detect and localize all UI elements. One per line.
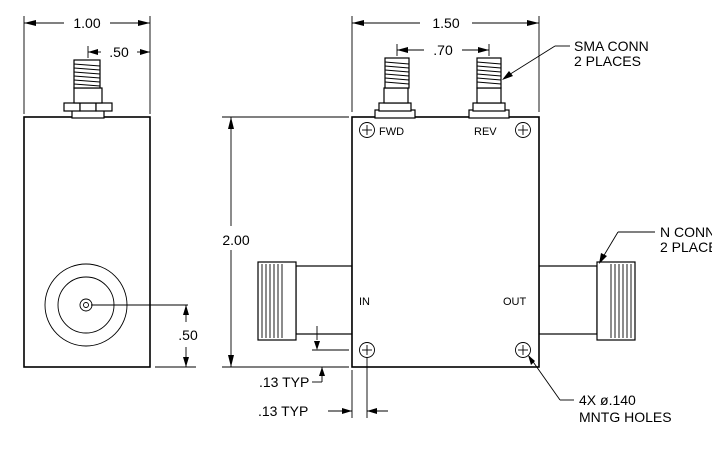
callout-holes-line1: 4X ø.140 bbox=[579, 392, 636, 408]
side-view-body bbox=[23, 116, 151, 368]
label-rev: REV bbox=[474, 126, 497, 138]
mounting-hole-top-right bbox=[515, 122, 531, 138]
side-sma-connector bbox=[63, 59, 113, 119]
label-out: OUT bbox=[503, 296, 527, 308]
dim-front-height bbox=[222, 116, 349, 368]
dim-side-width-label: 1.00 bbox=[73, 15, 100, 31]
callout-n-line1: N CONN bbox=[660, 224, 712, 240]
dim-conn-spacing bbox=[396, 44, 490, 56]
callout-mntg-holes bbox=[528, 355, 574, 401]
mounting-hole-bottom-right bbox=[515, 342, 531, 358]
dim-conn-spacing-label: .70 bbox=[433, 42, 453, 58]
dim-front-width-label: 1.50 bbox=[432, 15, 459, 31]
callout-sma-line1: SMA CONN bbox=[574, 38, 649, 54]
dim-side-conn-offset-label: .50 bbox=[109, 44, 129, 60]
dim-hole-typ-horizontal bbox=[328, 358, 388, 418]
n-connector-out bbox=[538, 261, 636, 341]
front-view: FWD REV IN OUT 1.50 .70 bbox=[222, 15, 636, 419]
label-in: IN bbox=[359, 296, 370, 308]
callout-holes-line2: MNTG HOLES bbox=[579, 409, 672, 425]
sma-connector-fwd bbox=[374, 57, 416, 119]
dim-side-port-height-label: .50 bbox=[178, 327, 198, 343]
callout-sma-conn bbox=[502, 45, 570, 80]
dim-front-width bbox=[351, 16, 540, 112]
side-view: 1.00 .50 .50 bbox=[23, 15, 198, 368]
callout-n-conn bbox=[599, 231, 655, 264]
side-n-port bbox=[44, 263, 188, 347]
dim-side-conn-offset bbox=[87, 46, 150, 58]
mounting-hole-bottom-left bbox=[359, 342, 375, 358]
dim-side-width bbox=[23, 16, 151, 114]
label-fwd: FWD bbox=[379, 126, 404, 138]
dim-hole-typ-horizontal-label: .13 TYP bbox=[258, 403, 308, 419]
callout-n-line2: 2 PLACES bbox=[660, 239, 712, 255]
sma-connector-rev bbox=[468, 57, 510, 119]
callout-sma-line2: 2 PLACES bbox=[574, 53, 641, 69]
n-connector-in bbox=[257, 261, 353, 341]
dim-side-port-height bbox=[155, 305, 196, 368]
dim-hole-typ-vertical bbox=[312, 326, 349, 383]
dim-front-height-label: 2.00 bbox=[222, 232, 249, 248]
mounting-hole-top-left bbox=[359, 122, 375, 138]
dim-hole-typ-vertical-label: .13 TYP bbox=[259, 374, 309, 390]
front-view-body bbox=[351, 116, 540, 368]
